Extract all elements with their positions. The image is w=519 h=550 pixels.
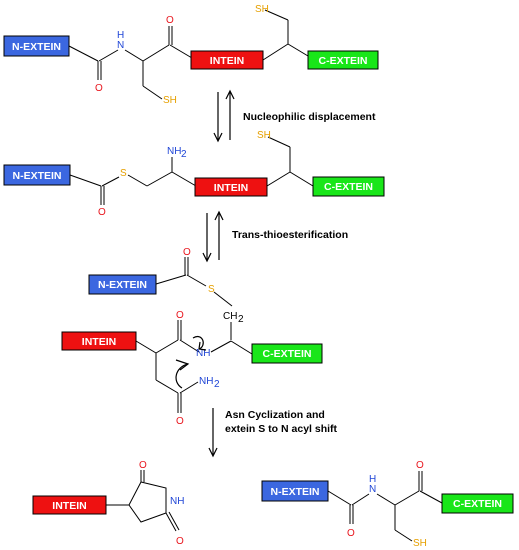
amide-nh2-subscript: 2: [214, 379, 220, 390]
structure-2-thioester: N-EXTEIN O S NH 2 INTEIN SH C-EXTEIN: [3, 130, 385, 218]
amine-subscript: 2: [181, 149, 187, 160]
product-ligated-exteins: N-EXTEIN O N H SH O C-EXTEIN: [261, 460, 514, 549]
n-extein-label: N-EXTEIN: [98, 279, 147, 291]
c-extein-label: C-EXTEIN: [324, 181, 373, 193]
amide-nh: NH: [196, 348, 210, 359]
thiol-sh: SH: [413, 538, 427, 549]
n-extein-label: N-EXTEIN: [12, 170, 61, 182]
c-extein-box: [307, 50, 379, 70]
hydrogen-atom: H: [369, 474, 376, 485]
equilibrium-arrows-1: Nucleophilic displacement: [213, 89, 376, 143]
oxygen-atom: O: [95, 83, 103, 94]
step-label-trans-thioesterification: Trans-thioesterification: [232, 229, 348, 241]
forward-arrow-3: Asn Cyclization and extein S to N acyl s…: [208, 408, 338, 458]
amine-nh2: NH: [167, 146, 181, 157]
step-label-asn-cyclization: Asn Cyclization and: [225, 409, 325, 421]
oxygen-atom: O: [176, 536, 184, 547]
intein-box: [194, 177, 268, 197]
c-extein-label: C-EXTEIN: [262, 348, 311, 360]
n-extein-label: N-EXTEIN: [12, 41, 61, 53]
intein-label: INTEIN: [214, 182, 248, 194]
sulfur-atom: S: [120, 168, 127, 179]
intein-label: INTEIN: [210, 55, 244, 67]
oxygen-atom: O: [416, 460, 424, 471]
step-label-acyl-shift: extein S to N acyl shift: [225, 423, 338, 435]
oxygen-atom: O: [176, 416, 184, 427]
step-label-nucleophilic-displacement: Nucleophilic displacement: [243, 111, 376, 123]
oxygen-atom: O: [183, 247, 191, 258]
equilibrium-arrows-2: Trans-thioesterification: [202, 210, 348, 263]
n-extein-box: [88, 274, 157, 295]
intein-label: INTEIN: [82, 336, 116, 348]
oxygen-atom: O: [139, 460, 147, 471]
hydrogen-atom: H: [117, 30, 124, 41]
imide-nh: NH: [170, 496, 184, 507]
oxygen-atom: O: [98, 207, 106, 218]
thiol-sh: SH: [163, 95, 177, 106]
intein-label: INTEIN: [52, 500, 86, 512]
ch2-subscript: 2: [238, 314, 244, 325]
thiol-sh: SH: [255, 4, 269, 15]
oxygen-atom: O: [176, 310, 184, 321]
c-extein-box: [441, 493, 514, 514]
sulfur-atom: S: [208, 284, 215, 295]
c-extein-label: C-EXTEIN: [318, 55, 367, 67]
product-succinimide-intein: INTEIN O O NH: [32, 460, 184, 547]
nitrogen-atom: N: [117, 40, 124, 51]
oxygen-atom: O: [166, 15, 174, 26]
c-extein-box: [251, 343, 323, 364]
ch2-group: CH: [223, 311, 237, 322]
c-extein-box: [312, 176, 385, 197]
structure-1-precursor: N-EXTEIN O N H SH O INTEIN SH C-EXTEIN: [3, 4, 379, 106]
nitrogen-atom: N: [369, 484, 376, 495]
oxygen-atom: O: [347, 528, 355, 539]
structure-3-branched-intermediate: N-EXTEIN O S CH 2 INTEIN O NH C-EXTEIN O…: [61, 247, 323, 427]
c-extein-label: C-EXTEIN: [453, 498, 502, 510]
amide-nh2: NH: [199, 376, 213, 387]
n-extein-label: N-EXTEIN: [270, 486, 319, 498]
thiol-sh: SH: [257, 130, 271, 141]
